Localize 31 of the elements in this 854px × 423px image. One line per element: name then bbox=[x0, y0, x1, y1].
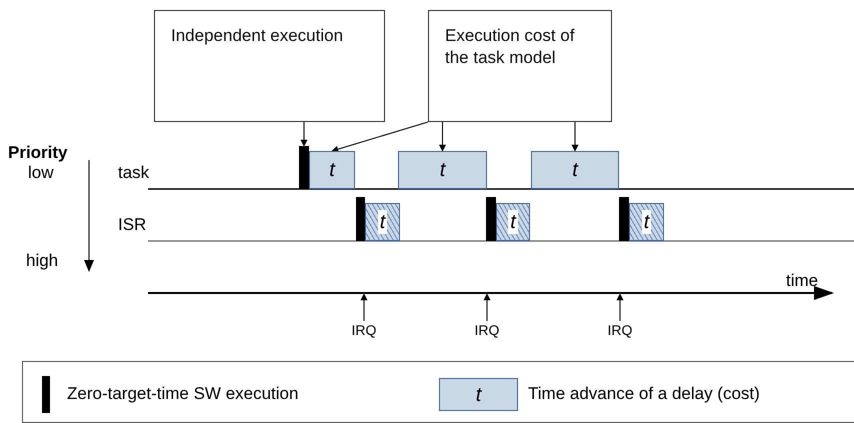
hatched-delay-block: t bbox=[629, 203, 664, 241]
arrow bbox=[331, 122, 428, 153]
irq-label: IRQ bbox=[603, 321, 637, 339]
delay-block: t bbox=[398, 151, 487, 189]
execution-bar bbox=[619, 197, 629, 241]
execution-bar bbox=[299, 146, 309, 189]
delay-block: t bbox=[309, 151, 355, 189]
irq-label: IRQ bbox=[347, 321, 381, 339]
axis-label: low bbox=[28, 162, 54, 184]
axis-label: high bbox=[26, 250, 58, 272]
arrow bbox=[572, 122, 578, 152]
callout-box: Execution cost of the task model bbox=[428, 10, 612, 122]
axis-label: Priority bbox=[8, 142, 68, 164]
hatched-delay-block: t bbox=[365, 203, 400, 241]
callout-box: Independent execution bbox=[154, 10, 385, 122]
arrow bbox=[300, 122, 308, 147]
execution-bar bbox=[356, 197, 365, 241]
hatched-delay-block: t bbox=[496, 203, 530, 241]
execution-bar bbox=[486, 197, 496, 241]
arrow bbox=[360, 293, 368, 322]
legend-swatch: t bbox=[439, 378, 518, 411]
legend-text: Zero-target-time SW execution bbox=[67, 383, 298, 405]
delay-block: t bbox=[531, 151, 619, 189]
irq-label: IRQ bbox=[470, 321, 504, 339]
legend-text: Time advance of a delay (cost) bbox=[528, 383, 760, 405]
arrow bbox=[616, 293, 624, 322]
axis-label: task bbox=[118, 162, 150, 184]
axis-label: time bbox=[786, 270, 818, 292]
axis-label: ISR bbox=[118, 214, 146, 236]
arrow bbox=[439, 122, 446, 152]
arrow bbox=[484, 293, 490, 322]
